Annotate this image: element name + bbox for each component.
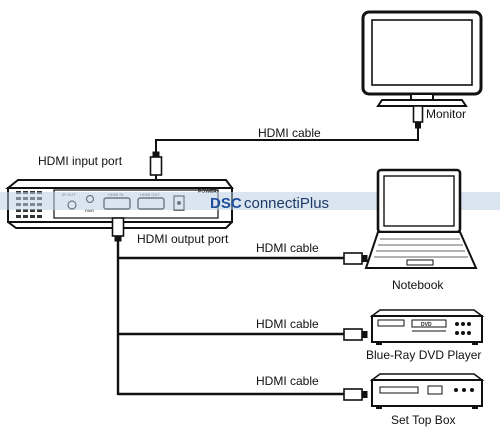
monitor-stand bbox=[376, 99, 468, 107]
port-label-pair: PAIR bbox=[85, 208, 94, 213]
monitor-screen bbox=[371, 19, 473, 86]
output-cable bbox=[111, 217, 368, 401]
watermark-band bbox=[0, 192, 500, 210]
bluray-label: Blue-Ray DVD Player bbox=[366, 348, 481, 362]
monitor-label: Monitor bbox=[426, 107, 466, 121]
hdmi-input-port-label: HDMI input port bbox=[38, 154, 123, 168]
set-top-box: Set Top Box bbox=[369, 373, 485, 427]
cable-label-notebook: HDMI cable bbox=[256, 241, 319, 255]
watermark-brand: DSC bbox=[210, 195, 242, 212]
watermark-name: connectiPlus bbox=[244, 195, 329, 212]
settop-label: Set Top Box bbox=[391, 413, 456, 427]
cable-label-settop: HDMI cable bbox=[256, 374, 319, 388]
notebook-base bbox=[364, 231, 478, 269]
notebook-label: Notebook bbox=[392, 278, 444, 292]
output-plug bbox=[111, 217, 125, 237]
input-plug bbox=[149, 156, 163, 176]
cable-label-bluray: HDMI cable bbox=[256, 317, 319, 331]
monitor-plug-top bbox=[412, 105, 424, 123]
hdmi-output-port-label: HDMI output port bbox=[137, 232, 229, 246]
notebook: Notebook bbox=[364, 168, 478, 292]
dvd-tag: DVD bbox=[421, 322, 432, 328]
notebook-screen bbox=[383, 175, 455, 227]
monitor: Monitor bbox=[361, 10, 483, 121]
cable-label-monitor: HDMI cable bbox=[258, 126, 321, 140]
watermark: DSC connectiPlus bbox=[0, 192, 500, 212]
bluray-player: DVD Blue-Ray DVD Player bbox=[366, 309, 485, 362]
